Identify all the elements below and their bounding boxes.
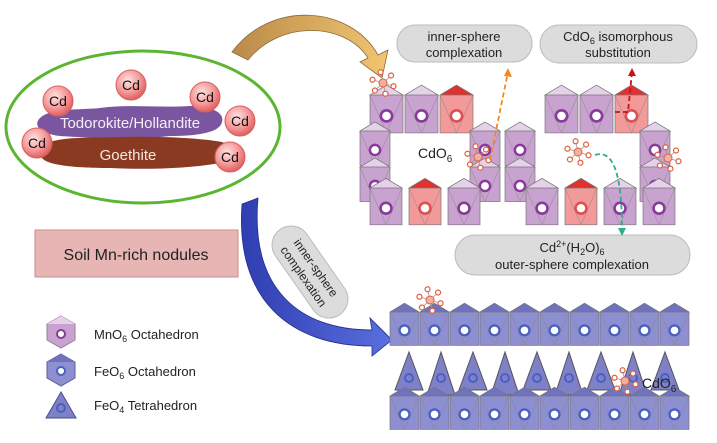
cd-complex bbox=[654, 144, 682, 172]
svg-text:Cd2+(H2O)6: Cd2+(H2O)6 bbox=[539, 239, 604, 257]
legend-mno6-octahedron-icon bbox=[46, 315, 76, 349]
svg-text:inner-sphere: inner-sphere bbox=[428, 29, 501, 44]
svg-text:outer-sphere complexation: outer-sphere complexation bbox=[495, 257, 649, 272]
arrowhead-icon bbox=[504, 68, 512, 77]
outer-sphere-dashed-arrow bbox=[594, 153, 623, 231]
mno6-octahedron bbox=[578, 84, 615, 134]
feo6-octahedron bbox=[388, 386, 421, 430]
mno6-octahedron bbox=[543, 84, 580, 134]
cd-ion: Cd bbox=[42, 85, 74, 117]
svg-text:complexation: complexation bbox=[426, 45, 503, 60]
mno6-octahedron bbox=[613, 84, 650, 134]
svg-text:Cd: Cd bbox=[196, 89, 214, 105]
mno6-octahedron bbox=[403, 84, 440, 134]
feo6-octahedron bbox=[508, 386, 541, 430]
mn-phase-label: Todorokite/Hollandite bbox=[60, 115, 200, 132]
svg-text:Cd: Cd bbox=[221, 149, 239, 165]
blue-curved-arrow bbox=[241, 197, 393, 357]
feo6-octahedron bbox=[628, 302, 661, 346]
cd-ion: Cd bbox=[115, 69, 147, 101]
arrowhead-icon bbox=[628, 68, 636, 76]
feo6-octahedron bbox=[628, 386, 661, 430]
feo6-octahedron bbox=[568, 302, 601, 346]
cd-complex bbox=[369, 69, 397, 97]
nodule-title-box bbox=[34, 229, 239, 278]
cd-complex bbox=[464, 143, 492, 171]
inner-sphere-pill: inner-sphere complexation bbox=[396, 24, 533, 63]
cdo6-label-bottom: CdO6 bbox=[642, 375, 677, 395]
svg-text:Cd: Cd bbox=[231, 113, 249, 129]
isomorphous-substitution-pill: CdO6 isomorphous substitution bbox=[539, 24, 698, 64]
mno6-octahedron bbox=[641, 177, 677, 226]
legend-feo6-octahedron-icon bbox=[46, 353, 76, 387]
outer-sphere-pill: Cd2+(H2O)6 outer-sphere complexation bbox=[454, 234, 691, 276]
mno6-octahedron bbox=[358, 121, 392, 166]
mno6-octahedron bbox=[368, 84, 405, 134]
svg-text:Cd: Cd bbox=[28, 135, 46, 151]
svg-text:Cd: Cd bbox=[122, 77, 140, 93]
svg-text:CdO6 isomorphous: CdO6 isomorphous bbox=[563, 29, 673, 46]
arrowhead-icon bbox=[618, 228, 626, 236]
feo4-tetrahedron bbox=[394, 350, 424, 391]
cd-complex bbox=[564, 138, 592, 166]
mno6-octahedron bbox=[602, 177, 638, 226]
feo4-tetrahedron bbox=[522, 350, 552, 391]
tan-curved-arrow bbox=[231, 14, 389, 79]
mno6-octahedron bbox=[438, 84, 475, 134]
feo6-octahedron bbox=[538, 302, 571, 346]
feo6-octahedron bbox=[658, 386, 691, 430]
feo6-octahedron bbox=[658, 302, 691, 346]
cd-complex bbox=[416, 286, 444, 314]
mno6-octahedron bbox=[368, 177, 404, 226]
legend: MnO6 Octahedron FeO6 Octahedron FeO4 Tet… bbox=[45, 315, 199, 419]
feo6-octahedron bbox=[598, 302, 631, 346]
feo6-octahedron bbox=[568, 386, 601, 430]
feo6-octahedron bbox=[478, 302, 511, 346]
mno6-octahedron bbox=[563, 177, 599, 226]
svg-text:Cd: Cd bbox=[49, 93, 67, 109]
nodule-title: Soil Mn-rich nodules bbox=[64, 247, 209, 264]
feo4-tetrahedron bbox=[426, 350, 456, 396]
inner-sphere-dashed-arrow bbox=[489, 71, 509, 161]
feo6-octahedron bbox=[478, 386, 511, 430]
feo6-octahedron bbox=[388, 302, 421, 346]
feo6-octahedron bbox=[598, 386, 631, 430]
cd-ion: Cd bbox=[224, 105, 256, 137]
feo6-octahedron bbox=[508, 302, 541, 346]
isomorphous-dashed-arrow bbox=[615, 71, 633, 113]
fe-phase-label: Goethite bbox=[100, 147, 157, 164]
legend-feo4-label: FeO4 Tetrahedron bbox=[94, 398, 197, 415]
legend-mno6-label: MnO6 Octahedron bbox=[94, 327, 199, 344]
legend-feo6-label: FeO6 Octahedron bbox=[94, 364, 196, 381]
feo4-tetrahedron bbox=[554, 350, 584, 396]
mno6-octahedron bbox=[407, 177, 443, 226]
feo4-tetrahedron bbox=[650, 350, 680, 391]
goethite-blob bbox=[39, 136, 232, 169]
mno6-octahedron bbox=[446, 177, 482, 226]
feo4-tetrahedron bbox=[586, 350, 616, 391]
feo6-octahedron bbox=[448, 302, 481, 346]
feo6-octahedron bbox=[418, 302, 451, 346]
mno6-octahedron bbox=[503, 121, 537, 166]
feo6-octahedron bbox=[418, 386, 451, 430]
todorokite-hollandite-blob bbox=[37, 106, 223, 139]
nodule-ellipse bbox=[4, 49, 282, 205]
legend-feo4-tetrahedron-icon bbox=[45, 390, 77, 419]
mno6-octahedron bbox=[524, 177, 560, 226]
feo6-octahedron bbox=[538, 386, 571, 430]
cd-ion: Cd bbox=[21, 127, 53, 159]
cd-ion: Cd bbox=[189, 81, 221, 113]
feo4-tetrahedron bbox=[458, 350, 488, 391]
cd-complex bbox=[611, 367, 639, 395]
cd-ion: Cd bbox=[214, 141, 246, 173]
cdo6-label-top: CdO6 bbox=[418, 145, 453, 165]
feo6-octahedron bbox=[448, 386, 481, 430]
svg-text:substitution: substitution bbox=[585, 45, 651, 60]
